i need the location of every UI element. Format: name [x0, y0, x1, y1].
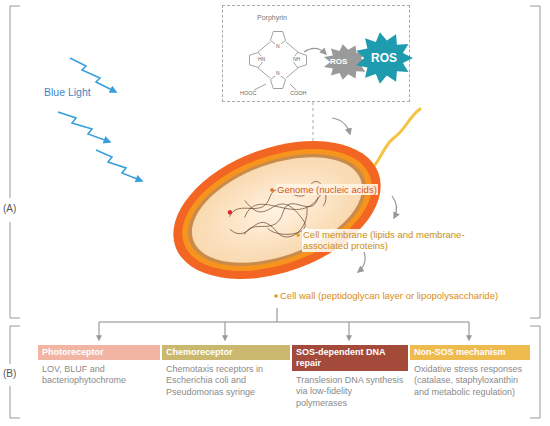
mechanism-column: Non-SOS mechanismOxidative stress respon…	[410, 345, 530, 399]
atom-label: NH	[292, 56, 301, 62]
panel-label: (B)	[3, 368, 16, 380]
column-heading: Photoreceptor	[38, 345, 160, 360]
panel-label: (A)	[3, 203, 16, 215]
ros-text: ROS	[330, 57, 347, 67]
column-body: Oxidative stress responses (catalase, st…	[410, 360, 530, 399]
branch-lines	[99, 308, 469, 340]
column-heading: Non-SOS mechanism	[410, 345, 530, 360]
column-heading: SOS-dependent DNA repair	[292, 345, 408, 371]
porphyrin-molecule	[250, 32, 307, 91]
ros-burst: ROS	[355, 32, 413, 84]
molecule-name: Porphyrin	[257, 14, 287, 22]
mechanism-column: PhotoreceptorLOV, BLUF and bacteriophyto…	[38, 345, 160, 387]
column-body: LOV, BLUF and bacteriophytochrome	[38, 360, 160, 387]
mechanism-column: ChemoreceptorChemotaxis receptors in Esc…	[162, 345, 290, 399]
column-heading: Chemoreceptor	[162, 345, 290, 360]
blue-light-rays	[58, 58, 142, 181]
molecule-box: PorphyrinROS ROS	[222, 5, 410, 102]
ros-text: ROS	[371, 51, 397, 65]
bracket	[10, 6, 540, 418]
atom-label: HN	[257, 56, 266, 62]
atom-label: HOOC	[240, 90, 257, 97]
part-label: Genome (nucleic acids)	[276, 184, 378, 195]
mechanism-column: SOS-dependent DNA repairTranslesion DNA …	[292, 345, 408, 410]
part-label: Cell membrane (lipids and membrane-assoc…	[302, 229, 504, 252]
bacterium	[154, 94, 457, 305]
column-body: Translesion DNA synthesis via low-fideli…	[292, 371, 408, 410]
part-label: Cell wall (peptidoglycan layer or lipopo…	[280, 290, 498, 301]
atom-label: N	[275, 70, 281, 76]
column-body: Chemotaxis receptors in Escherichia coli…	[162, 360, 290, 399]
atom-label: N	[275, 43, 281, 49]
atom-label: COOH	[290, 90, 307, 97]
light-label: Blue Light	[44, 86, 91, 99]
reaction-arrow	[304, 48, 326, 54]
